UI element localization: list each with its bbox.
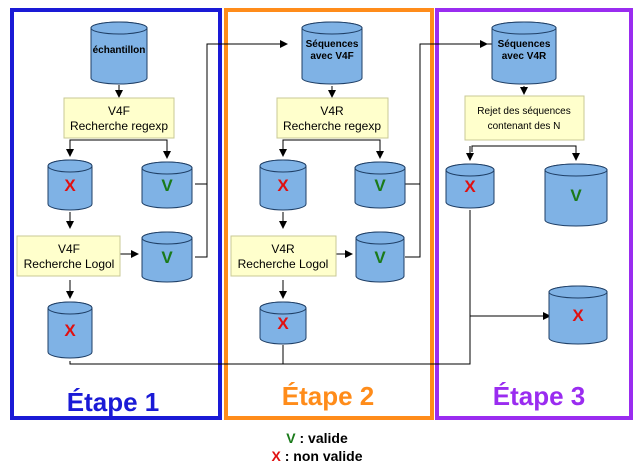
box-v4r-regexp-line2: Recherche regexp — [283, 119, 381, 133]
valid-mark: V — [161, 176, 173, 195]
box-rejet-line2: contenant des N — [488, 121, 561, 132]
valid-mark: V — [374, 248, 386, 267]
invalid-mark: X — [64, 321, 76, 340]
cylinder-s1-v: V — [141, 161, 193, 209]
invalid-mark: X — [464, 177, 476, 196]
box-v4r-logol: V4R Recherche Logol — [230, 235, 337, 277]
box-v4f-logol-line1: V4F — [58, 242, 80, 256]
connector-s3-split — [471, 145, 577, 152]
legend-invalid-text: : non valide — [280, 448, 363, 464]
cylinder-s1-x: X — [47, 159, 93, 211]
cylinder-s2-x: X — [259, 159, 307, 211]
connector-bottom-x — [69, 361, 283, 365]
connector-s1-v-logol — [195, 184, 208, 258]
box-rejet: Rejet des séquences contenant des N — [464, 95, 585, 141]
connector-bottom-x2 — [282, 210, 471, 365]
box-v4f-logol: V4F Recherche Logol — [16, 235, 121, 277]
cylinder-echantillon: échantillon — [90, 21, 148, 85]
legend-valid-text: : valide — [295, 430, 348, 446]
legend-valid: V : valide — [0, 430, 634, 446]
stage-3-frame — [435, 8, 633, 420]
box-v4r-logol-line1: V4R — [271, 242, 295, 256]
stage-2-frame — [224, 8, 434, 420]
box-v4f-regexp-line2: Recherche regexp — [70, 119, 168, 133]
connector-s2-v-logol — [405, 184, 421, 258]
cylinder-s2-logol-x: X — [259, 301, 307, 345]
stage-1-title: Étape 1 — [67, 387, 160, 417]
invalid-mark: X — [277, 314, 289, 333]
box-v4f-regexp: V4F Recherche regexp — [63, 97, 175, 139]
valid-mark: V — [161, 248, 173, 267]
legend-valid-symbol: V — [286, 430, 296, 446]
invalid-mark: X — [277, 176, 289, 195]
box-v4r-regexp-line1: V4R — [320, 104, 344, 118]
cylinder-seq-v4f-label-2: avec V4F — [310, 51, 353, 62]
cylinder-s1-logol-x: X — [47, 301, 93, 359]
legend-invalid: X : non valide — [0, 448, 634, 464]
cylinder-seq-v4r-label-1: Séquences — [498, 39, 551, 50]
cylinder-s3-x: X — [445, 163, 495, 209]
stage-2-title: Étape 2 — [282, 381, 375, 411]
legend-invalid-symbol: X — [271, 448, 281, 464]
cylinder-s3-final-x: X — [548, 285, 608, 345]
cylinder-s2-logol-v: V — [355, 231, 405, 283]
box-rejet-line1: Rejet des séquences — [477, 106, 570, 117]
box-v4r-logol-line2: Recherche Logol — [238, 257, 329, 271]
connector-s1-split — [69, 139, 168, 152]
cylinder-s1-logol-v: V — [141, 231, 193, 283]
valid-mark: V — [570, 186, 582, 205]
stage-1-frame — [10, 8, 222, 420]
cylinder-s3-v: V — [544, 163, 608, 227]
cylinder-seq-v4f-label-1: Séquences — [306, 39, 359, 50]
cylinder-echantillon-label-1: échantillon — [93, 45, 146, 56]
invalid-mark: X — [572, 306, 584, 325]
cylinder-seq-v4r-label-2: avec V4R — [502, 51, 547, 62]
valid-mark: V — [374, 176, 386, 195]
connector-s2-split — [282, 139, 381, 152]
stage-3-title: Étape 3 — [493, 381, 586, 411]
invalid-mark: X — [64, 176, 76, 195]
arrows — [66, 40, 580, 320]
box-v4f-logol-line2: Recherche Logol — [24, 257, 115, 271]
box-v4r-regexp: V4R Recherche regexp — [276, 97, 389, 139]
box-v4f-regexp-line1: V4F — [108, 104, 130, 118]
cylinder-s2-v: V — [354, 161, 406, 209]
